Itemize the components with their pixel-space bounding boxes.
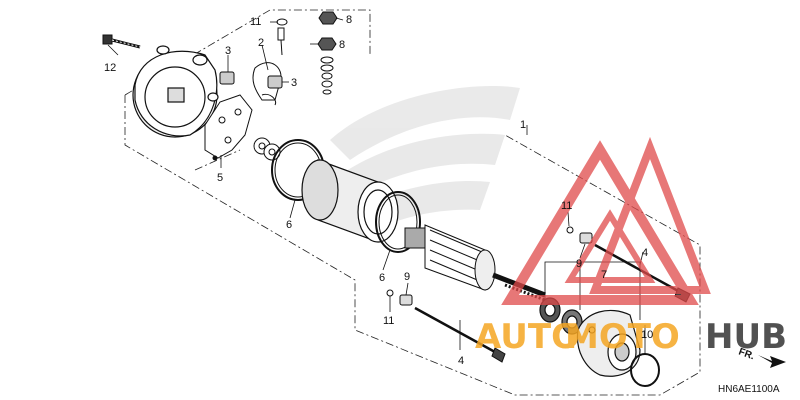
watermark-text-moto: MOTO [565, 317, 680, 357]
washer-11-upper [276, 18, 288, 26]
callout-12: 12 [104, 62, 116, 74]
callout-11b: 11 [383, 315, 394, 327]
callout-4a: 4 [642, 247, 648, 259]
callout-9a: 9 [404, 271, 410, 283]
brush-holder-5 [204, 94, 253, 161]
front-direction-label: FR. [737, 346, 756, 362]
sleeve-9-right [579, 232, 593, 244]
washer-11-lower [386, 289, 394, 297]
washer-11-right [566, 226, 574, 234]
callout-5: 5 [217, 172, 223, 184]
callout-2: 2 [258, 37, 264, 49]
washer-stack [317, 37, 337, 95]
callout-4b: 4 [458, 355, 464, 367]
brush-3a [219, 71, 235, 85]
callout-9b: 9 [576, 258, 582, 270]
callout-11c: 11 [561, 200, 572, 212]
bolt-4-lower [414, 306, 506, 363]
washers-yoke-rear [253, 137, 281, 161]
callout-10: 10 [641, 329, 653, 341]
terminal-2 [252, 27, 285, 101]
o-ring-10 [630, 353, 660, 387]
watermark-text: AUTO MOTO HUB [475, 317, 787, 357]
callout-labels: 1 2 3 3 4 4 5 6 6 7 8 8 9 9 10 11 11 11 … [104, 14, 653, 367]
watermark-text-auto: AUTO [475, 317, 580, 357]
callout-8b: 8 [339, 39, 345, 51]
callout-3b: 3 [291, 77, 297, 89]
diagram-code: HN6AE1100A [718, 384, 780, 395]
watermark-text-hub: HUB [705, 317, 787, 357]
brush-3b [261, 75, 283, 106]
yoke-housing [301, 159, 399, 243]
watermark-triangle-1 [501, 140, 699, 305]
sleeve-9-lower [399, 294, 413, 306]
front-cover [576, 309, 641, 377]
armature [404, 224, 546, 302]
leader-lines [107, 17, 646, 355]
callout-1: 1 [520, 119, 526, 131]
watermark-logo [501, 136, 711, 305]
watermark-triangle-2 [589, 136, 711, 294]
callout-8a: 8 [346, 14, 352, 26]
watermark-triangle-3 [564, 209, 656, 283]
front-arrow-icon [758, 355, 786, 368]
front-direction-indicator: FR. [737, 346, 786, 368]
nut-8-upper [318, 11, 338, 25]
callout-3a: 3 [225, 45, 231, 57]
callout-7: 7 [601, 269, 607, 281]
bolt-12 [102, 34, 141, 49]
o-ring-6-front [375, 191, 421, 253]
callout-6b: 6 [379, 272, 385, 284]
callout-6a: 6 [286, 219, 292, 231]
rear-cover [132, 45, 219, 138]
callout-11a: 11 [250, 16, 261, 28]
